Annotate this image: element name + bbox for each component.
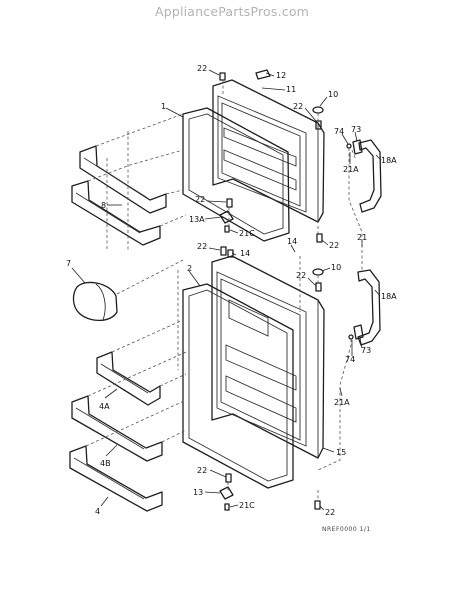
hinge-13A: [219, 210, 234, 224]
handle-insert-73-bot: [353, 324, 364, 340]
freezer-bin-upper-rail: [83, 157, 147, 198]
callout-22: 22: [197, 64, 207, 73]
callout-4B: 4B: [100, 459, 111, 468]
fresh-food-outer-door: [211, 255, 325, 459]
callout-22: 22: [329, 241, 339, 250]
screw-22-a: [315, 120, 322, 130]
callout-13A: 13A: [189, 215, 205, 224]
bin-4-rail: [73, 457, 145, 500]
callout-7: 7: [66, 259, 71, 268]
watermark: AppliancePartsPros.com: [154, 4, 310, 19]
freezer-bin-lower-rail: [75, 192, 141, 234]
leader-lines: [71, 69, 382, 511]
fresh-food-hardware: [219, 246, 381, 511]
callout-13: 13: [193, 488, 203, 497]
callout-22: 22: [325, 508, 335, 517]
fresh-food-liner: [216, 271, 307, 447]
callout-1: 1: [161, 102, 166, 111]
fresh-food-handle-18A: [357, 269, 381, 346]
screw-22-c: [316, 233, 323, 243]
callout-2: 2: [187, 264, 192, 273]
screw-74-top: [346, 143, 352, 149]
freezer-outer-door: [212, 79, 325, 223]
hinge-13: [219, 486, 234, 500]
bin-4B: [71, 395, 163, 462]
dairy-bin-body: [72, 281, 118, 322]
fresh-food-door-bins: [69, 351, 163, 512]
callout-12: 12: [276, 71, 286, 80]
callout-22: 22: [296, 271, 306, 280]
callout-18A: 18A: [381, 156, 397, 165]
callout-4A: 4A: [99, 402, 110, 411]
screw-22-b: [226, 198, 233, 208]
alignment-lines: [85, 80, 363, 501]
bushing-21C-top: [224, 225, 230, 233]
callout-11: 11: [286, 85, 296, 94]
callout-22: 22: [195, 195, 205, 204]
callout-21C: 21C: [239, 229, 255, 238]
callout-21: 21: [357, 233, 367, 242]
callout-22: 22: [197, 466, 207, 475]
screw-22-f: [225, 473, 232, 483]
callout-21A: 21A: [343, 165, 359, 174]
freezer-gasket: [182, 107, 290, 242]
callout-10: 10: [328, 90, 338, 99]
screw-22-g: [314, 500, 321, 510]
callout-21C: 21C: [239, 501, 255, 510]
hinge-cap-10-bot: [312, 268, 324, 276]
bushing-21C-bot: [224, 503, 230, 511]
dairy-bin-lid-edge: [95, 283, 106, 321]
callout-14: 14: [287, 237, 297, 246]
freezer-hardware: [219, 69, 382, 243]
freezer-liner: [217, 95, 307, 213]
callout-73: 73: [351, 125, 361, 134]
freezer-door-assembly: [182, 79, 325, 242]
callout-74: 74: [345, 355, 355, 364]
fresh-food-door-shelf-1: [225, 344, 297, 391]
screw-22-d: [220, 246, 227, 256]
fresh-food-door-shelf-2: [225, 375, 297, 423]
fresh-food-liner-inner: [220, 278, 301, 441]
callout-10: 10: [331, 263, 341, 272]
handle-insert-73-top: [352, 139, 363, 155]
bin-4A-rail: [100, 363, 149, 394]
callout-73: 73: [361, 346, 371, 355]
callout-14: 14: [240, 249, 250, 258]
freezer-handle-18A: [358, 139, 382, 213]
screw-22-e: [315, 282, 322, 292]
callout-22: 22: [293, 102, 303, 111]
reference-code: NREF0000 1/1: [322, 526, 371, 533]
freezer-door-shelf-2: [223, 149, 297, 191]
hinge-cover-12: [255, 69, 271, 80]
callout-8: 8: [101, 201, 106, 210]
freezer-liner-inner: [221, 102, 301, 207]
freezer-door-shelf: [223, 127, 297, 167]
fresh-food-door-assembly: [182, 255, 325, 489]
callout-4: 4: [95, 507, 100, 516]
dairy-bin-7: [72, 281, 118, 322]
screw-74-bot: [348, 334, 354, 340]
screw-22-top: [219, 72, 226, 81]
callout-21A: 21A: [334, 398, 350, 407]
fresh-food-gasket: [182, 283, 294, 489]
hinge-cap-10-top: [312, 106, 324, 114]
freezer-gasket-inner: [188, 113, 284, 235]
callout-74: 74: [334, 127, 344, 136]
callout-22: 22: [197, 242, 207, 251]
bin-4: [69, 445, 163, 512]
fresh-food-dairy-compartment: [228, 299, 269, 337]
callout-labels: 22 12 11 1 10 22 74 73 21A 18A 8 22 13A …: [66, 64, 397, 533]
fresh-food-gasket-inner: [188, 289, 288, 482]
freezer-door-bins: [71, 145, 167, 246]
bin-4B-rail: [75, 407, 145, 450]
callout-18A: 18A: [381, 292, 397, 301]
callout-15: 15: [336, 448, 346, 457]
